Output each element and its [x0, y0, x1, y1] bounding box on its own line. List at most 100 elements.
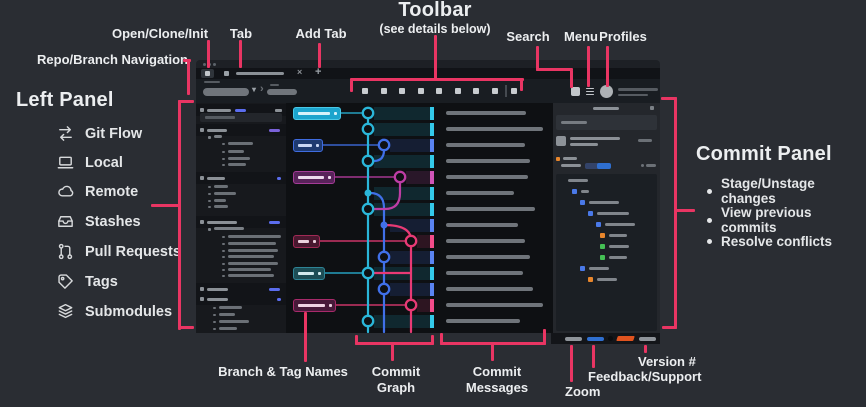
file-name-placeholder[interactable]: [609, 234, 627, 237]
toolbar-button[interactable]: [455, 88, 461, 94]
git-flow-icon: [59, 126, 72, 141]
commit-message-placeholder[interactable]: [446, 271, 523, 275]
toolbar-button[interactable]: [511, 88, 517, 94]
section-header-row[interactable]: [196, 216, 286, 228]
branch-tag-pill[interactable]: [293, 138, 323, 152]
branch-item-placeholder[interactable]: [219, 313, 235, 316]
window-control-icon[interactable]: [203, 63, 206, 66]
add-tab-button[interactable]: +: [315, 66, 322, 78]
commit-message-placeholder[interactable]: [446, 127, 543, 131]
toolbar-button[interactable]: [399, 88, 405, 94]
branch-item-placeholder[interactable]: [228, 163, 246, 166]
commit-row-highlight[interactable]: [374, 106, 430, 120]
branch-dropdown[interactable]: [267, 89, 297, 95]
commit-row-highlight[interactable]: [374, 122, 430, 136]
section-header-row[interactable]: [196, 172, 286, 184]
file-name-placeholder[interactable]: [597, 278, 617, 281]
filter-box[interactable]: [200, 113, 282, 122]
commit-row-highlight[interactable]: [374, 202, 430, 216]
close-tab-icon[interactable]: ×: [297, 67, 303, 77]
search-button[interactable]: [571, 87, 580, 96]
branch-item-placeholder[interactable]: [219, 306, 242, 309]
status-button[interactable]: [565, 336, 582, 341]
commit-message-placeholder[interactable]: [446, 207, 535, 211]
branch-item-placeholder[interactable]: [228, 157, 250, 160]
branch-item-placeholder[interactable]: [228, 150, 244, 153]
commit-message-placeholder[interactable]: [446, 287, 533, 291]
status-dot-icon[interactable]: [608, 336, 613, 341]
commit-message-placeholder[interactable]: [446, 111, 526, 115]
status-button[interactable]: [587, 336, 604, 341]
branch-tag-pill[interactable]: [293, 266, 325, 280]
file-name-placeholder[interactable]: [589, 267, 609, 270]
window-control-icon[interactable]: [213, 63, 216, 66]
branch-item-placeholder[interactable]: [228, 274, 274, 277]
branch-item-placeholder[interactable]: [228, 255, 274, 258]
branch-item-placeholder[interactable]: [214, 199, 226, 202]
section-header-row[interactable]: [196, 283, 286, 295]
branch-item-placeholder[interactable]: [228, 142, 253, 145]
commit-row-highlight[interactable]: [406, 170, 430, 184]
commit-message-placeholder[interactable]: [446, 159, 530, 163]
file-name-placeholder[interactable]: [609, 256, 627, 259]
toolbar-button[interactable]: [436, 88, 442, 94]
branch-item-placeholder[interactable]: [228, 235, 281, 238]
commit-message-placeholder[interactable]: [446, 175, 528, 179]
commit-message-placeholder[interactable]: [446, 319, 520, 323]
file-name-placeholder[interactable]: [589, 201, 619, 204]
commit-row-highlight[interactable]: [390, 282, 430, 296]
profile-avatar[interactable]: [600, 85, 613, 98]
section-menu-icon[interactable]: [275, 108, 282, 112]
file-name-placeholder[interactable]: [605, 223, 635, 226]
branch-item-placeholder[interactable]: [214, 185, 228, 188]
file-name-placeholder[interactable]: [609, 245, 629, 248]
commit-row-highlight[interactable]: [417, 298, 430, 312]
status-button[interactable]: [639, 336, 656, 341]
commit-row-highlight[interactable]: [374, 314, 430, 328]
open-clone-init-button[interactable]: [201, 69, 214, 78]
commit-message-placeholder[interactable]: [446, 303, 543, 307]
commit-message-placeholder[interactable]: [446, 239, 525, 243]
commit-row-highlight[interactable]: [390, 138, 430, 152]
toolbar-button[interactable]: [418, 88, 424, 94]
stage-all-button[interactable]: [597, 162, 611, 169]
branch-item-placeholder[interactable]: [214, 205, 228, 208]
section-header-row[interactable]: [196, 124, 286, 136]
panel-options-icon[interactable]: [650, 106, 654, 110]
commit-message-placeholder[interactable]: [446, 223, 518, 227]
status-button[interactable]: [616, 336, 635, 341]
commit-row-highlight[interactable]: [417, 234, 430, 248]
tree-toggle-icon[interactable]: [641, 164, 644, 167]
commit-row-highlight[interactable]: [374, 266, 430, 280]
commit-row-highlight[interactable]: [390, 218, 430, 232]
section-header-row[interactable]: [196, 293, 286, 305]
branch-tag-pill[interactable]: [293, 106, 341, 120]
file-name-placeholder[interactable]: [597, 212, 629, 215]
commit-row-highlight[interactable]: [374, 154, 430, 168]
commit-message-placeholder[interactable]: [446, 255, 530, 259]
commit-message-input[interactable]: [556, 115, 657, 130]
branch-item-placeholder[interactable]: [228, 262, 278, 265]
branch-item-placeholder[interactable]: [228, 242, 276, 245]
app-window-mockup: × + ▾ ›: [196, 60, 660, 344]
branch-tag-pill[interactable]: [293, 298, 336, 312]
commit-row-highlight[interactable]: [390, 250, 430, 264]
commit-row-highlight[interactable]: [374, 186, 430, 200]
branch-tag-pill[interactable]: [293, 170, 335, 184]
file-name-placeholder[interactable]: [568, 179, 588, 182]
branch-item-placeholder[interactable]: [228, 249, 278, 252]
branch-item-placeholder[interactable]: [228, 268, 271, 271]
commit-message-placeholder[interactable]: [446, 191, 514, 195]
file-name-placeholder[interactable]: [581, 190, 589, 193]
toolbar-button[interactable]: [381, 88, 387, 94]
branch-item-placeholder[interactable]: [219, 320, 249, 323]
branch-tag-pill[interactable]: [293, 234, 320, 248]
commit-message-placeholder[interactable]: [446, 143, 525, 147]
annotation-line: [676, 209, 695, 212]
toolbar-button[interactable]: [362, 88, 368, 94]
toolbar-button[interactable]: [492, 88, 498, 94]
repo-dropdown[interactable]: [203, 88, 249, 96]
branch-item-placeholder[interactable]: [219, 327, 237, 330]
branch-item-placeholder[interactable]: [214, 192, 236, 195]
toolbar-button[interactable]: [473, 88, 479, 94]
